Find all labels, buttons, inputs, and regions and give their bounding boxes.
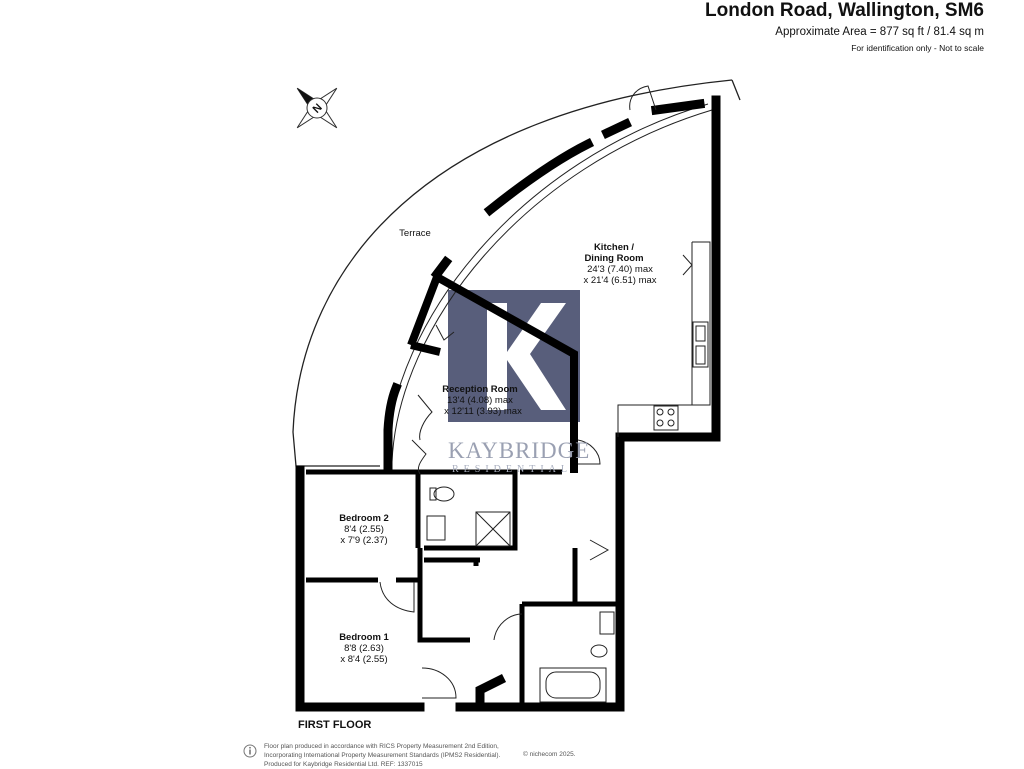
bedroom1-name: Bedroom 1 [339,632,389,643]
approximate-area: Approximate Area = 877 sq ft / 81.4 sq m [775,26,984,38]
kitchen-dim-2: x 21'4 (6.51) max [583,275,656,286]
bedroom1-dim-2: x 8'4 (2.55) [340,654,387,665]
watermark-logo [448,290,580,422]
watermark-brand-sub: RESIDENTIAL [452,464,572,475]
external-walls [295,95,721,712]
doors [379,85,693,699]
watermark-brand: KAYBRIDGE [448,438,591,463]
bedroom2-dim-2: x 7'9 (2.37) [340,535,387,546]
kitchen-name-2: Dining Room [584,253,643,264]
footer-line-3: Produced for Kaybridge Residential Ltd. … [264,761,423,768]
rics-info-icon [243,744,257,758]
bathroom-fixtures [426,486,615,703]
footer-line-1: Floor plan produced in accordance with R… [264,743,499,750]
copyright: © nichecom 2025. [523,751,576,758]
kitchen-name-1: Kitchen / [594,242,634,253]
reception-walls [407,271,578,473]
bedroom1-dim-1: 8'8 (2.63) [344,643,384,654]
kitchen-dim-1: 24'3 (7.40) max [587,264,653,275]
terrace-label: Terrace [399,228,431,239]
reception-name: Reception Room [442,384,517,395]
compass [296,87,338,129]
property-title: London Road, Wallington, SM6 [705,0,984,21]
footer-notes: Floor plan produced in accordance with R… [264,742,500,769]
bedroom2-dim-1: 8'4 (2.55) [344,524,384,535]
scale-note: For identification only - Not to scale [851,43,984,53]
bedroom2-name: Bedroom 2 [339,513,389,524]
reception-dim-2: x 12'11 (3.93) max [444,406,522,417]
interior-walls [306,469,620,707]
reception-dim-1: 13'4 (4.08) max [447,395,513,406]
kitchen-counter [617,241,711,437]
footer-line-2: Incorporating International Property Mea… [264,752,501,759]
floor-label: FIRST FLOOR [298,719,372,731]
